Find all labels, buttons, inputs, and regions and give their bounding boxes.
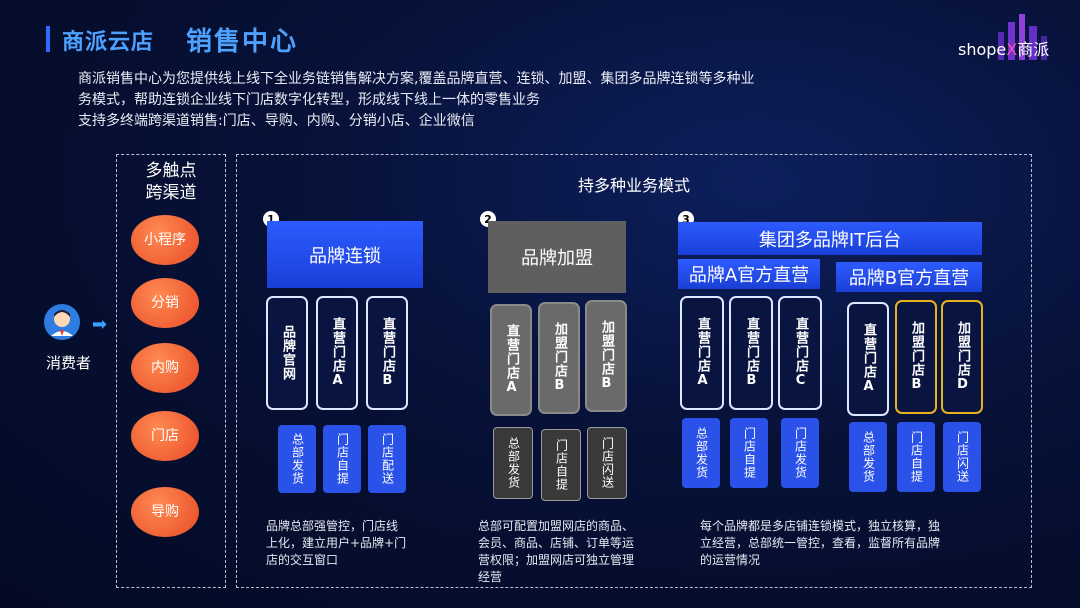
business-models-panel — [236, 154, 1032, 588]
model-1-header: 品牌连锁 — [267, 221, 423, 288]
model-2-sub-3: 门店闪送 — [587, 427, 627, 499]
model-2-box-3: 加盟门店B — [585, 300, 627, 412]
model-1-description: 品牌总部强管控，门店线 上化，建立用户+品牌+门 店的交互窗口 — [266, 519, 407, 567]
brand-b-sub-3: 门店闪送 — [943, 422, 981, 492]
brand-b-box-3: 加盟门店D — [941, 300, 983, 414]
brand-b-sub-1: 总部发货 — [849, 422, 887, 492]
model-3-header: 集团多品牌IT后台 — [678, 222, 982, 255]
channel-store: 门店 — [131, 411, 199, 461]
channel-distribution: 分销 — [131, 278, 199, 328]
model-2-sub-1: 总部发货 — [493, 427, 533, 499]
intro-line-3: 支持多终端跨渠道销售:门店、导购、内购、分销小店、企业微信 — [78, 113, 475, 129]
model-2-header: 品牌加盟 — [488, 221, 626, 293]
model-2-box-1: 直营门店A — [490, 304, 532, 416]
model-2-description: 总部可配置加盟网店的商品、 会员、商品、店铺、订单等运 营权限；加盟网店可独立管… — [478, 519, 635, 584]
model-2-box-2: 加盟门店B — [538, 302, 580, 414]
intro-line-2: 务模式，帮助连锁企业线下门店数字化转型，形成线下线上一体的零售业务 — [78, 92, 540, 108]
model-2-sub-2: 门店自提 — [541, 429, 581, 501]
model-1-sub-3: 门店配送 — [368, 425, 406, 493]
model-1-box-3: 直营门店B — [366, 296, 408, 410]
arrow-right-icon: ➡ — [92, 314, 108, 335]
brand-a-box-2: 直营门店B — [729, 296, 773, 410]
brand-b-header: 品牌B官方直营 — [836, 262, 982, 292]
city-skyline-icon — [998, 14, 1047, 60]
model-1-box-1: 品牌官网 — [266, 296, 308, 410]
model-3-description: 每个品牌都是多店铺连锁模式，独立核算，独 立经营，总部统一管控，查看，监督所有品… — [700, 519, 941, 567]
brand-b-sub-2: 门店自提 — [897, 422, 935, 492]
brand-a-box-1: 直营门店A — [680, 296, 724, 410]
channel-internal: 内购 — [131, 343, 199, 393]
brand-a-header: 品牌A官方直营 — [678, 259, 820, 289]
title-accent-bar — [46, 26, 50, 52]
consumer-avatar-icon — [44, 304, 80, 340]
channel-guide: 导购 — [131, 487, 199, 537]
shopex-logo: shopeX商派 — [958, 40, 1050, 59]
consumer-label: 消费者 — [46, 354, 92, 372]
brand-b-box-1: 直营门店A — [847, 302, 889, 416]
channels-panel — [116, 154, 226, 588]
brand-a-sub-2: 门店自提 — [730, 418, 768, 488]
brand-a-box-3: 直营门店C — [778, 296, 822, 410]
business-models-heading: 持多种业务模式 — [577, 176, 690, 195]
brand-b-box-2: 加盟门店B — [895, 300, 937, 414]
intro-line-1: 商派销售中心为您提供线上线下全业务链销售解决方案,覆盖品牌直营、连锁、加盟、集团… — [78, 71, 755, 87]
model-1-sub-2: 门店自提 — [323, 425, 361, 493]
brand-a-sub-1: 总部发货 — [682, 418, 720, 488]
page-title: 销售中心 — [186, 27, 299, 57]
channel-miniprogram: 小程序 — [131, 215, 199, 265]
brand-a-sub-3: 门店发货 — [781, 418, 819, 488]
model-1-sub-1: 总部发货 — [278, 425, 316, 493]
brand-name: 商派云店 — [62, 30, 155, 55]
model-1-box-2: 直营门店A — [316, 296, 358, 410]
channels-heading: 多触点 跨渠道 — [145, 161, 197, 203]
